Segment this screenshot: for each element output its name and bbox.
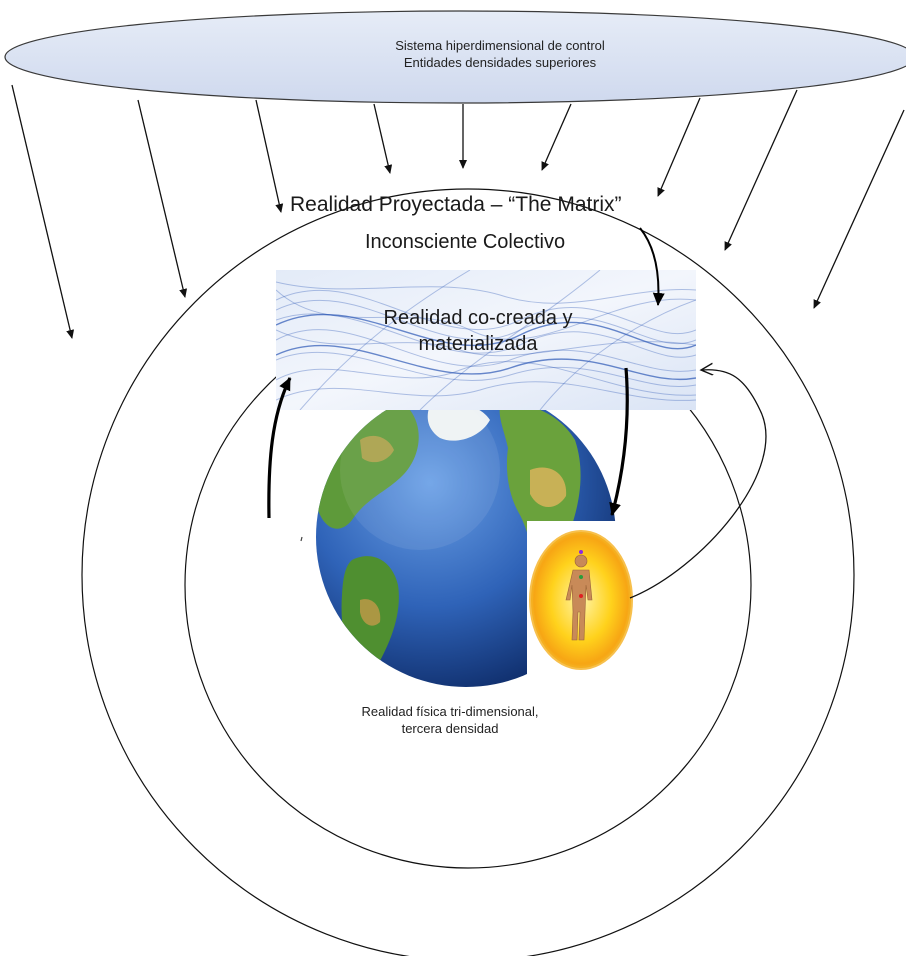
co-created-reality-label-line2: materializada xyxy=(418,333,538,355)
control-arrow-1 xyxy=(11,84,75,339)
physical-to-cocreated-arrow xyxy=(267,377,292,519)
human-aura-figure-image xyxy=(527,521,652,693)
control-arrows xyxy=(11,84,905,339)
stray-mark xyxy=(300,536,303,542)
co-created-reality-label-line1: Realidad co-creada y xyxy=(383,307,573,329)
cocreated-to-human-arrow xyxy=(609,367,629,516)
control-arrow-8 xyxy=(724,89,798,251)
control-system-ellipse xyxy=(4,10,906,104)
collective-to-cocreated-arrow xyxy=(639,227,665,306)
projected-reality-label: Realidad Proyectada – “The Matrix” xyxy=(290,193,622,216)
control-arrow-6 xyxy=(541,103,572,171)
control-arrow-4 xyxy=(373,103,393,174)
control-arrow-7 xyxy=(657,97,701,197)
human-feedback-arrow xyxy=(629,370,767,599)
control-system-label-line1: Sistema hiperdimensional de control xyxy=(395,38,605,53)
physical-reality-label-line1: Realidad física tri-dimensional, xyxy=(361,704,539,719)
outer-circle-projected-reality xyxy=(81,188,855,956)
control-arrow-2 xyxy=(137,99,188,298)
control-arrow-9 xyxy=(813,109,905,309)
collective-unconscious-label: Inconsciente Colectivo xyxy=(365,231,566,253)
control-system-label-line2: Entidades densidades superiores xyxy=(403,55,597,70)
control-arrow-3 xyxy=(255,99,284,213)
physical-reality-label-line2: tercera densidad xyxy=(401,721,499,736)
